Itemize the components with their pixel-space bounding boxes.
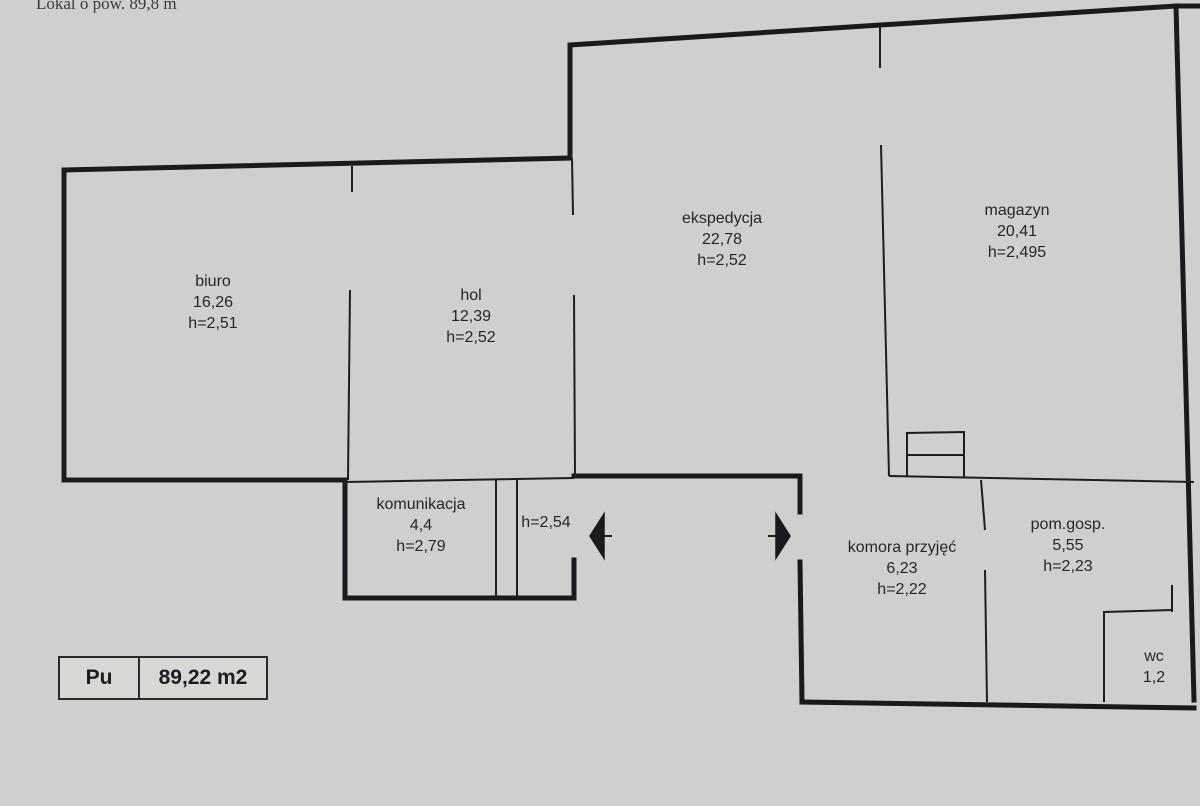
wall-komora-west	[797, 559, 805, 705]
room-komora: komora przyjęć 6,23 h=2,22	[848, 537, 956, 600]
room-korytarz: h=2,54	[521, 512, 570, 533]
room-komora-name: komora przyjęć	[847, 539, 957, 556]
room-magazyn-area: 20,41	[996, 223, 1038, 240]
room-wc-name: wc	[1144, 648, 1164, 665]
room-magazyn-name: magazyn	[984, 202, 1050, 219]
room-pom-gosp: pom.gosp. 5,55 h=2,23	[1031, 514, 1106, 577]
wall-komunikacja-box	[342, 477, 577, 601]
room-ekspedycja-area: 22,78	[701, 231, 743, 248]
partition-hol-bottom	[344, 477, 575, 483]
room-komora-area: 6,23	[886, 560, 918, 577]
room-komunikacja-height: h=2,79	[396, 538, 446, 555]
door-arrow-right	[775, 511, 791, 561]
area-summary-label: Pu	[60, 658, 140, 698]
room-magazyn-height: h=2,495	[987, 244, 1047, 261]
room-korytarz-height: h=2,54	[521, 514, 571, 531]
room-komunikacja-area: 4,4	[409, 517, 433, 534]
wall-outer-west-block	[61, 167, 348, 483]
area-summary-value: 89,22 m2	[158, 666, 248, 689]
room-pom-gosp-area: 5,55	[1052, 537, 1084, 554]
area-summary-box: Pu 89,22 m2	[58, 656, 268, 700]
room-magazyn: magazyn 20,41 h=2,495	[985, 200, 1050, 263]
partition-hol-ekspedycja	[573, 294, 576, 477]
wall-corridor-top	[571, 473, 803, 515]
wall-outer-north-left	[61, 3, 1200, 173]
room-komunikacja-name: komunikacja	[376, 496, 466, 513]
room-komora-height: h=2,22	[877, 581, 927, 598]
room-biuro: biuro 16,26 h=2,51	[188, 271, 237, 334]
room-wc-area: 1,2	[1142, 669, 1166, 686]
room-pom-gosp-name: pom.gosp.	[1030, 516, 1106, 533]
room-hol: hol 12,39 h=2,52	[446, 285, 495, 348]
room-biuro-height: h=2,51	[188, 315, 238, 332]
partition-biuro-hol	[347, 289, 351, 481]
partition-magazyn-bottom	[888, 475, 1195, 483]
room-wc: wc 1,2	[1143, 646, 1165, 688]
wall-outer-south-right	[799, 699, 1197, 711]
wc-wall	[1103, 609, 1173, 702]
room-komunikacja: komunikacja 4,4 h=2,79	[377, 494, 466, 557]
room-hol-height: h=2,52	[446, 329, 496, 346]
partition-komora-gosp-lower	[984, 569, 988, 703]
wall-outer-east	[1173, 3, 1197, 703]
room-hol-name: hol	[460, 287, 482, 304]
header-text: Lokal o pow. 89,8 m	[36, 0, 177, 13]
room-biuro-name: biuro	[195, 273, 231, 290]
partition-ekspedycja-magazyn	[880, 144, 890, 477]
partition-komora-gosp	[980, 479, 986, 531]
door-arrow-left	[589, 511, 605, 561]
room-biuro-area: 16,26	[192, 294, 234, 311]
room-pom-gosp-height: h=2,23	[1043, 558, 1093, 575]
room-ekspedycja-name: ekspedycja	[681, 210, 763, 227]
room-ekspedycja: ekspedycja 22,78 h=2,52	[682, 208, 762, 271]
room-ekspedycja-height: h=2,52	[697, 252, 747, 269]
room-hol-area: 12,39	[450, 308, 492, 325]
partition-hol-ekspedycja-top	[571, 157, 574, 216]
